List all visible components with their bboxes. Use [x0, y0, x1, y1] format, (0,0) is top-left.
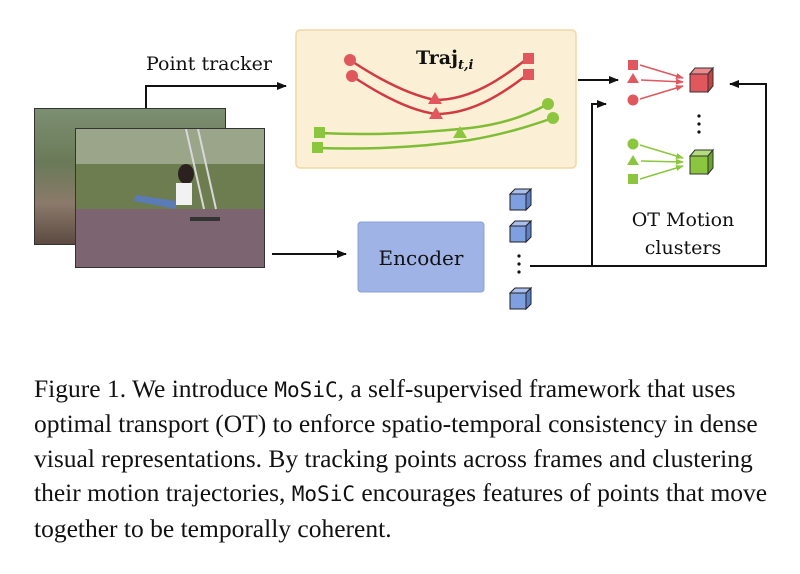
- point-tracker-label: Point tracker: [146, 53, 273, 75]
- trajectory-label: Trajt,i: [416, 47, 473, 73]
- encoder-box: [357, 221, 485, 293]
- feature-ellipsis-dot-3: [517, 270, 521, 274]
- features-branch-arrow: [591, 100, 607, 266]
- red-circle-start-1: [344, 54, 356, 66]
- cluster-ellipsis-dot-1: [697, 114, 701, 118]
- caption-part-1: Figure 1. We introduce: [34, 374, 275, 403]
- red-circle-to-cube: [639, 85, 684, 100]
- cluster-green-circle: [627, 138, 639, 150]
- cluster-red-triangle: [627, 73, 639, 83]
- red-square-end-2: [523, 69, 534, 80]
- green-trajectory-2: [317, 116, 554, 150]
- ot-motion-label-line2: clusters: [645, 237, 721, 259]
- red-cluster-cube: [688, 66, 715, 94]
- swing-scene-illustration: [76, 129, 264, 267]
- caption-part-3: encourages features of points that move …: [34, 478, 768, 543]
- figure-caption: Figure 1. We introduce MoSiC, a self-sup…: [34, 372, 774, 546]
- feature-ellipsis-dot-1: [517, 254, 521, 258]
- green-circle-to-cube: [639, 144, 684, 159]
- green-trajectory-1: [319, 102, 549, 136]
- point-tracker-arrow: [145, 82, 287, 108]
- red-square-end-1: [523, 53, 534, 64]
- caption-part-2: , a self-supervised framework that uses …: [34, 374, 758, 508]
- red-triangle-mid-2: [429, 107, 443, 119]
- red-circle-start-2: [346, 70, 358, 82]
- encoder-label: Encoder: [379, 246, 464, 270]
- green-square-to-cube: [639, 165, 684, 180]
- video-frame-front: [75, 128, 265, 268]
- green-square-start-1: [314, 127, 325, 138]
- feature-cube-3: [508, 286, 533, 311]
- feature-cube-2: [508, 219, 533, 244]
- cluster-red-circle: [627, 94, 639, 106]
- green-square-start-2: [312, 142, 323, 153]
- red-triangle-mid-1: [428, 92, 442, 104]
- features-to-clusters-arrow: [530, 80, 767, 267]
- cluster-green-square: [628, 174, 638, 184]
- mosic-diagram: Point tracker Trajt,i: [145, 29, 767, 311]
- green-circle-end-1: [542, 98, 554, 110]
- green-cluster-cube: [688, 148, 715, 176]
- caption-method-name-2: MoSiC: [291, 482, 355, 507]
- feature-cube-1: [508, 187, 533, 212]
- cluster-ellipsis-dot-3: [697, 130, 701, 134]
- caption-method-name-1: MoSiC: [274, 378, 338, 402]
- red-square-to-cube: [639, 64, 684, 79]
- ot-motion-label-line1: OT Motion: [632, 209, 735, 231]
- feature-ellipsis-dot-2: [517, 262, 521, 266]
- cluster-green-triangle: [627, 155, 639, 165]
- cluster-red-square: [628, 60, 638, 70]
- green-circle-end-2: [547, 112, 559, 124]
- green-triangle-mid: [453, 126, 467, 138]
- cluster-ellipsis-dot-2: [697, 122, 701, 126]
- red-triangle-to-cube: [640, 78, 684, 85]
- green-triangle-to-cube: [640, 158, 684, 165]
